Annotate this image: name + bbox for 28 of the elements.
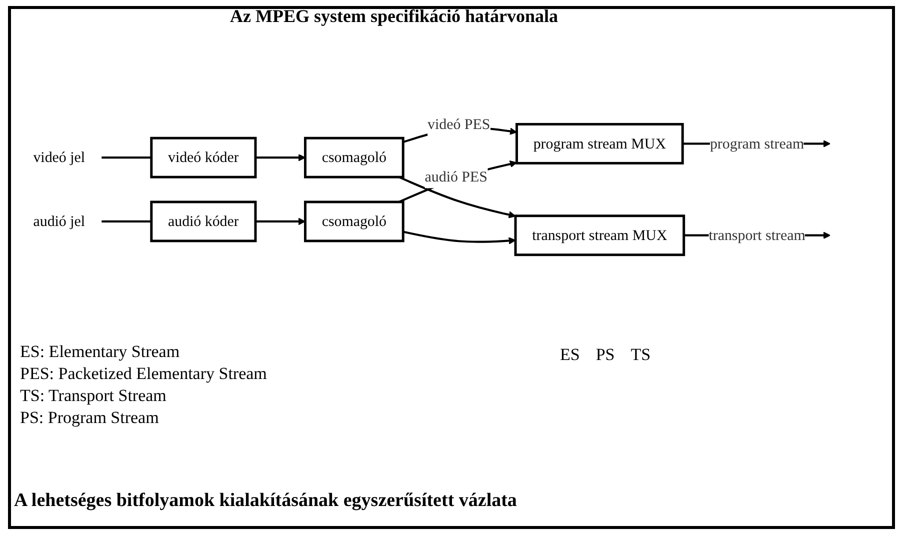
node-text: videó jel xyxy=(33,148,86,166)
edge-label: videó PES xyxy=(428,116,490,132)
connector xyxy=(102,156,152,159)
abbreviation-note: ES: Elementary Stream xyxy=(20,342,181,362)
stream-label: ES xyxy=(560,345,580,364)
node-box: csomagoló xyxy=(304,200,404,242)
stream-label: TS xyxy=(630,345,651,364)
arrow xyxy=(255,218,306,226)
edge-label: transport stream xyxy=(708,226,806,244)
stream-label: PS xyxy=(596,345,615,364)
node-box: csomagoló xyxy=(304,136,404,178)
node-box: transport stream MUX xyxy=(514,214,686,256)
arrow xyxy=(398,176,516,218)
arrow xyxy=(398,160,518,203)
node-box: program stream MUX xyxy=(516,122,684,164)
caption: A lehetséges bitfolyamok kialakításának egyszerűsített vázlata xyxy=(14,490,517,511)
edge-label: audió PES xyxy=(424,168,488,185)
abbreviation-note: TS: Transport Stream xyxy=(20,386,168,406)
connector xyxy=(102,220,152,222)
abbreviation-note: PES: Packetized Elementary Stream xyxy=(20,364,267,384)
arrow xyxy=(255,154,306,162)
arrow xyxy=(402,230,516,244)
abbreviation-note: PS: Program Stream xyxy=(20,408,160,428)
boundary-note: Az MPEG system specifikáció határvonala xyxy=(230,6,558,26)
node-box: audió kóder xyxy=(150,200,257,242)
node-box: videó kóder xyxy=(150,136,257,178)
node-text: audió jel xyxy=(33,212,86,230)
edge-label: program stream xyxy=(710,134,804,152)
